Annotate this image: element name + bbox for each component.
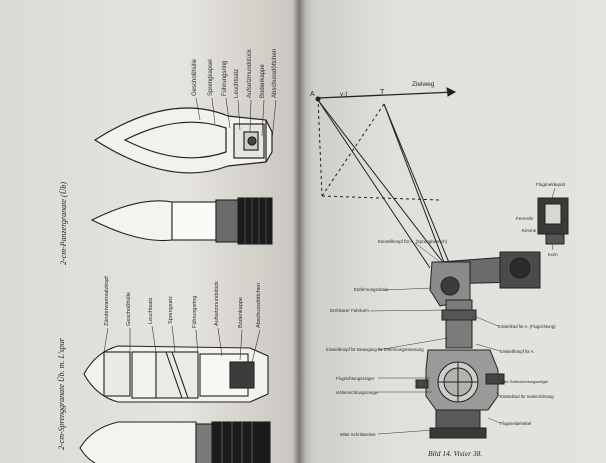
zielweg-label: Zielweg	[412, 81, 435, 88]
label-mitte-seitenrichtungszeiger: Mitte Seitenrichtungszeiger	[500, 379, 549, 384]
label-aufsetzmundstueck-top: Aufsetzmundstück	[247, 48, 253, 98]
label-einstellknopf-bewegung: Einstellknopf für Bewegung für Entfernun…	[326, 347, 424, 352]
label-geschosshuelle-bottom: Geschoßhülle	[126, 292, 132, 326]
label-bodenkappe-bottom: Bodenkappe	[238, 297, 244, 328]
panzergranate-labels	[195, 97, 277, 141]
label-flugmeldepult: Flugmeldepult	[536, 182, 566, 187]
book-gutter-shadow	[292, 0, 306, 463]
visier-leader-lines	[369, 187, 556, 435]
panzergranate-section-drawing	[93, 107, 273, 174]
visier-apparatus-drawing	[415, 197, 569, 439]
label-geschosshuelle-top: Geschoßhülle	[192, 58, 198, 96]
label-leuchtsatz-top: Leuchtsatz	[234, 69, 240, 98]
label-kimme: Kimme	[522, 228, 537, 233]
point-a-label: A	[310, 91, 315, 98]
label-zuenderwarnsatzkopf: Zünderwarnsatzkopf	[104, 276, 110, 326]
label-einstellknopf-sprung: Einstellknopf für A. (Sprungbereich)	[378, 239, 448, 244]
title-sprenggranate: 2-cm-Sprenggranate Üb. m. L'spur	[57, 337, 66, 450]
figure-caption: Bild 14. Visier 38.	[428, 449, 482, 458]
label-fuehrungsring-bottom: Führungsring	[192, 296, 198, 328]
label-sprengkapsel-top: Sprengkapsel	[208, 59, 214, 96]
label-einstellrad-flugrichtung: Einstellrad für A. (Flugrichtung)	[498, 324, 556, 329]
label-korn: Korn	[548, 252, 558, 257]
panzergranate-exterior-drawing	[90, 197, 273, 245]
point-t-label: T	[380, 89, 385, 96]
label-flugrichtungszeiger: Flugrichtungszeiger	[336, 376, 375, 381]
label-leuchtsatz-bottom: Leuchtsatz	[148, 297, 154, 324]
label-fuehrungsring-top: Führungsring	[222, 61, 228, 96]
sprenggranate-exterior-drawing	[79, 421, 271, 463]
title-panzergranate: 2-cm-Panzergranate (Üb)	[59, 182, 68, 265]
label-einstellrad-seitenrichtung: Einstellrad für Seitenrichtung	[500, 394, 554, 399]
label-abschussdoettchen-top: Abschussdöttchen	[272, 49, 278, 98]
sight-geometry-diagram	[315, 87, 457, 271]
label-aufsetzmundstueck-bottom: Aufsetzmundstück	[214, 281, 220, 326]
label-bodenkappe-top: Bodenkappe	[260, 64, 266, 98]
label-hoehenrichtungszeiger: Höhenrichtungszeiger	[336, 390, 379, 395]
point-vt-label: v·t	[340, 91, 347, 98]
sprenggranate-labels	[103, 325, 261, 363]
label-drehbarer-fahrturm: Drehbarer Fahrturm	[330, 308, 369, 313]
label-abschussdoettchen-bottom: Abschussdöttchen	[256, 283, 262, 328]
label-sprengsatz-bottom: Sprengsatz	[168, 296, 174, 324]
label-flugmeldehebel: Flugmeldehebel	[500, 421, 531, 426]
label-mitte-schrittweiser: Mitte Schrittweiser	[340, 432, 376, 437]
label-einstellknopf-a: Einstellknopf für A.	[500, 349, 535, 354]
sprenggranate-section-drawing	[83, 345, 269, 403]
label-entfernungsskala: Entfernungsskala	[354, 287, 388, 292]
label-fernrohr: Fernrohr	[516, 216, 534, 221]
